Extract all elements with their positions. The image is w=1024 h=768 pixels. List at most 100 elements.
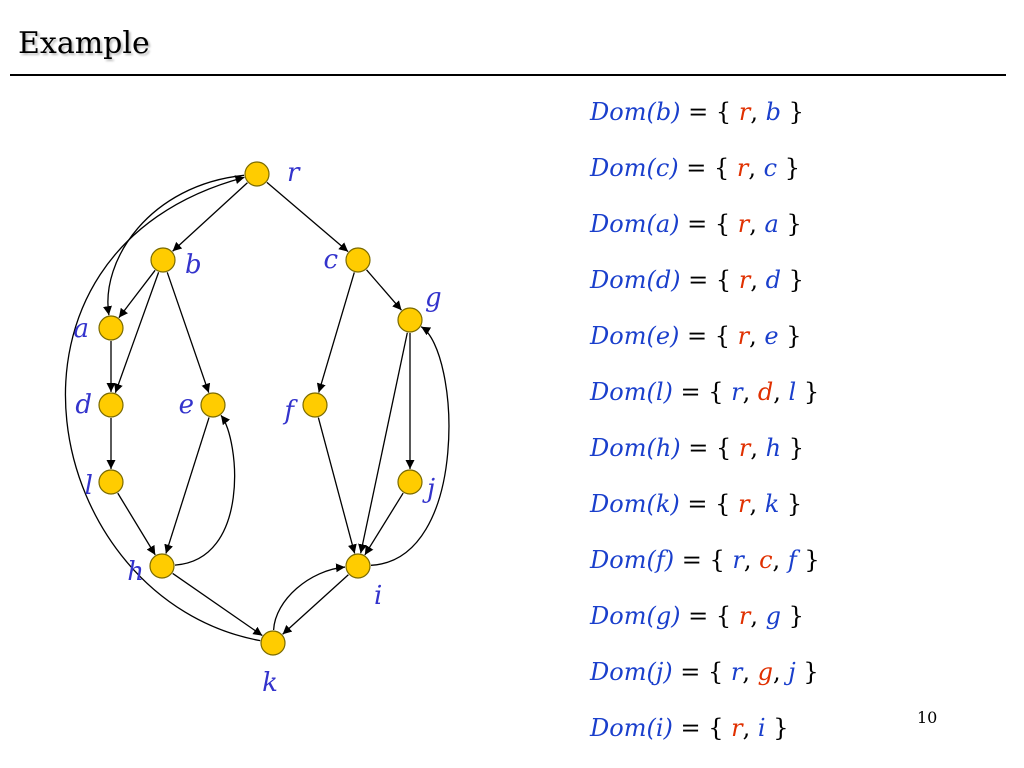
node-i [345, 553, 371, 579]
edge-r-to-c [266, 181, 349, 253]
equals-sign: = [680, 98, 716, 126]
node-label-h: h [127, 557, 144, 587]
dominator-row: Dom(h) = { r, h } [590, 428, 820, 484]
set-element: d [765, 266, 781, 294]
set-separator: , [772, 546, 788, 574]
equals-sign: = [672, 378, 709, 406]
close-brace: } [781, 434, 805, 462]
set-separator: , [750, 266, 766, 294]
equals-sign: = [680, 434, 717, 462]
set-element: b [765, 98, 781, 126]
set-element: j [788, 658, 796, 686]
set-element: r [738, 98, 751, 126]
set-element: f [787, 546, 797, 574]
set-element: k [764, 490, 780, 518]
node-label-g: g [425, 283, 442, 313]
page-number: 10 [917, 708, 938, 727]
dominator-name: Dom(i) [590, 714, 673, 742]
set-element: d [757, 378, 774, 406]
dominator-name: Dom(k) [590, 490, 680, 518]
dominator-name: Dom(b) [590, 98, 681, 126]
dominator-name: Dom(h) [590, 434, 681, 462]
node-g [397, 307, 423, 333]
dominator-name: Dom(g) [590, 602, 681, 630]
equals-sign: = [672, 714, 709, 742]
set-separator: , [743, 546, 760, 574]
set-element: e [764, 322, 779, 350]
node-label-l: l [85, 471, 93, 501]
set-separator: , [773, 378, 789, 406]
equals-sign: = [679, 322, 715, 350]
slide-title: Example [18, 26, 150, 61]
edge-b-to-d [114, 272, 160, 393]
equals-sign: = [679, 490, 716, 518]
dominator-row: Dom(e) = { r, e } [590, 316, 820, 372]
node-c [345, 247, 371, 273]
edge-j-to-i [364, 492, 404, 556]
edge-r-to-b [172, 182, 248, 252]
edge-k-to-r [64, 175, 261, 642]
edge-i-to-k [282, 574, 349, 635]
node-label-a: a [73, 314, 89, 344]
set-separator: , [749, 490, 765, 518]
edge-r-to-a [103, 174, 245, 316]
dominator-name: Dom(l) [590, 378, 673, 406]
dominator-row: Dom(a) = { r, a } [590, 204, 820, 260]
dominator-row: Dom(k) = { r, k } [590, 484, 820, 540]
equals-sign: = [678, 154, 714, 182]
edge-k-to-i [272, 563, 346, 631]
close-brace: } [780, 266, 804, 294]
node-label-b: b [185, 250, 202, 280]
node-label-c: c [323, 245, 338, 275]
node-a [98, 315, 124, 341]
dominator-name: Dom(f) [590, 546, 675, 574]
edge-g-to-i [358, 332, 408, 554]
node-e [200, 392, 226, 418]
dominator-name: Dom(e) [590, 322, 680, 350]
edge-b-to-a [118, 269, 156, 319]
set-element: h [765, 434, 782, 462]
close-brace: } [780, 98, 804, 126]
open-brace: { [714, 154, 737, 182]
open-brace: { [715, 266, 739, 294]
dominator-list: Dom(b) = { r, b } Dom(c) = { r, c } Dom(a)… [590, 92, 820, 764]
set-separator: , [750, 98, 766, 126]
set-separator: , [742, 658, 758, 686]
set-element: r [738, 434, 751, 462]
set-separator: , [748, 154, 764, 182]
open-brace: { [708, 658, 731, 686]
close-brace: } [780, 602, 804, 630]
dominator-name: Dom(a) [590, 210, 680, 238]
node-label-j: j [422, 474, 435, 504]
dominator-name: Dom(d) [590, 266, 681, 294]
node-d [98, 392, 124, 418]
dominator-row: Dom(d) = { r, d } [590, 260, 820, 316]
dominator-row: Dom(f) = { r, c, f } [590, 540, 820, 596]
set-separator: , [750, 602, 766, 630]
set-element: r [732, 546, 744, 574]
set-separator: , [749, 322, 765, 350]
node-r [244, 161, 270, 187]
set-separator: , [750, 434, 766, 462]
edge-c-to-f [316, 272, 355, 393]
edge-c-to-g [366, 269, 402, 311]
node-label-e: e [179, 390, 194, 420]
dominator-row: Dom(g) = { r, g } [590, 596, 820, 652]
set-element: r [738, 490, 750, 518]
set-separator: , [742, 714, 758, 742]
open-brace: { [715, 98, 739, 126]
dominator-row: Dom(b) = { r, b } [590, 92, 820, 148]
set-element: r [730, 658, 743, 686]
edge-h-to-k [172, 572, 263, 637]
dominator-name: Dom(c) [590, 154, 679, 182]
set-element: r [737, 210, 750, 238]
open-brace: { [716, 434, 739, 462]
node-h [149, 553, 175, 579]
set-element: c [763, 154, 778, 182]
close-brace: } [779, 490, 803, 518]
set-element: r [736, 154, 749, 182]
dominator-row: Dom(j) = { r, g, j } [590, 652, 820, 708]
set-element: g [757, 658, 774, 686]
set-element: r [731, 714, 743, 742]
open-brace: { [708, 378, 732, 406]
